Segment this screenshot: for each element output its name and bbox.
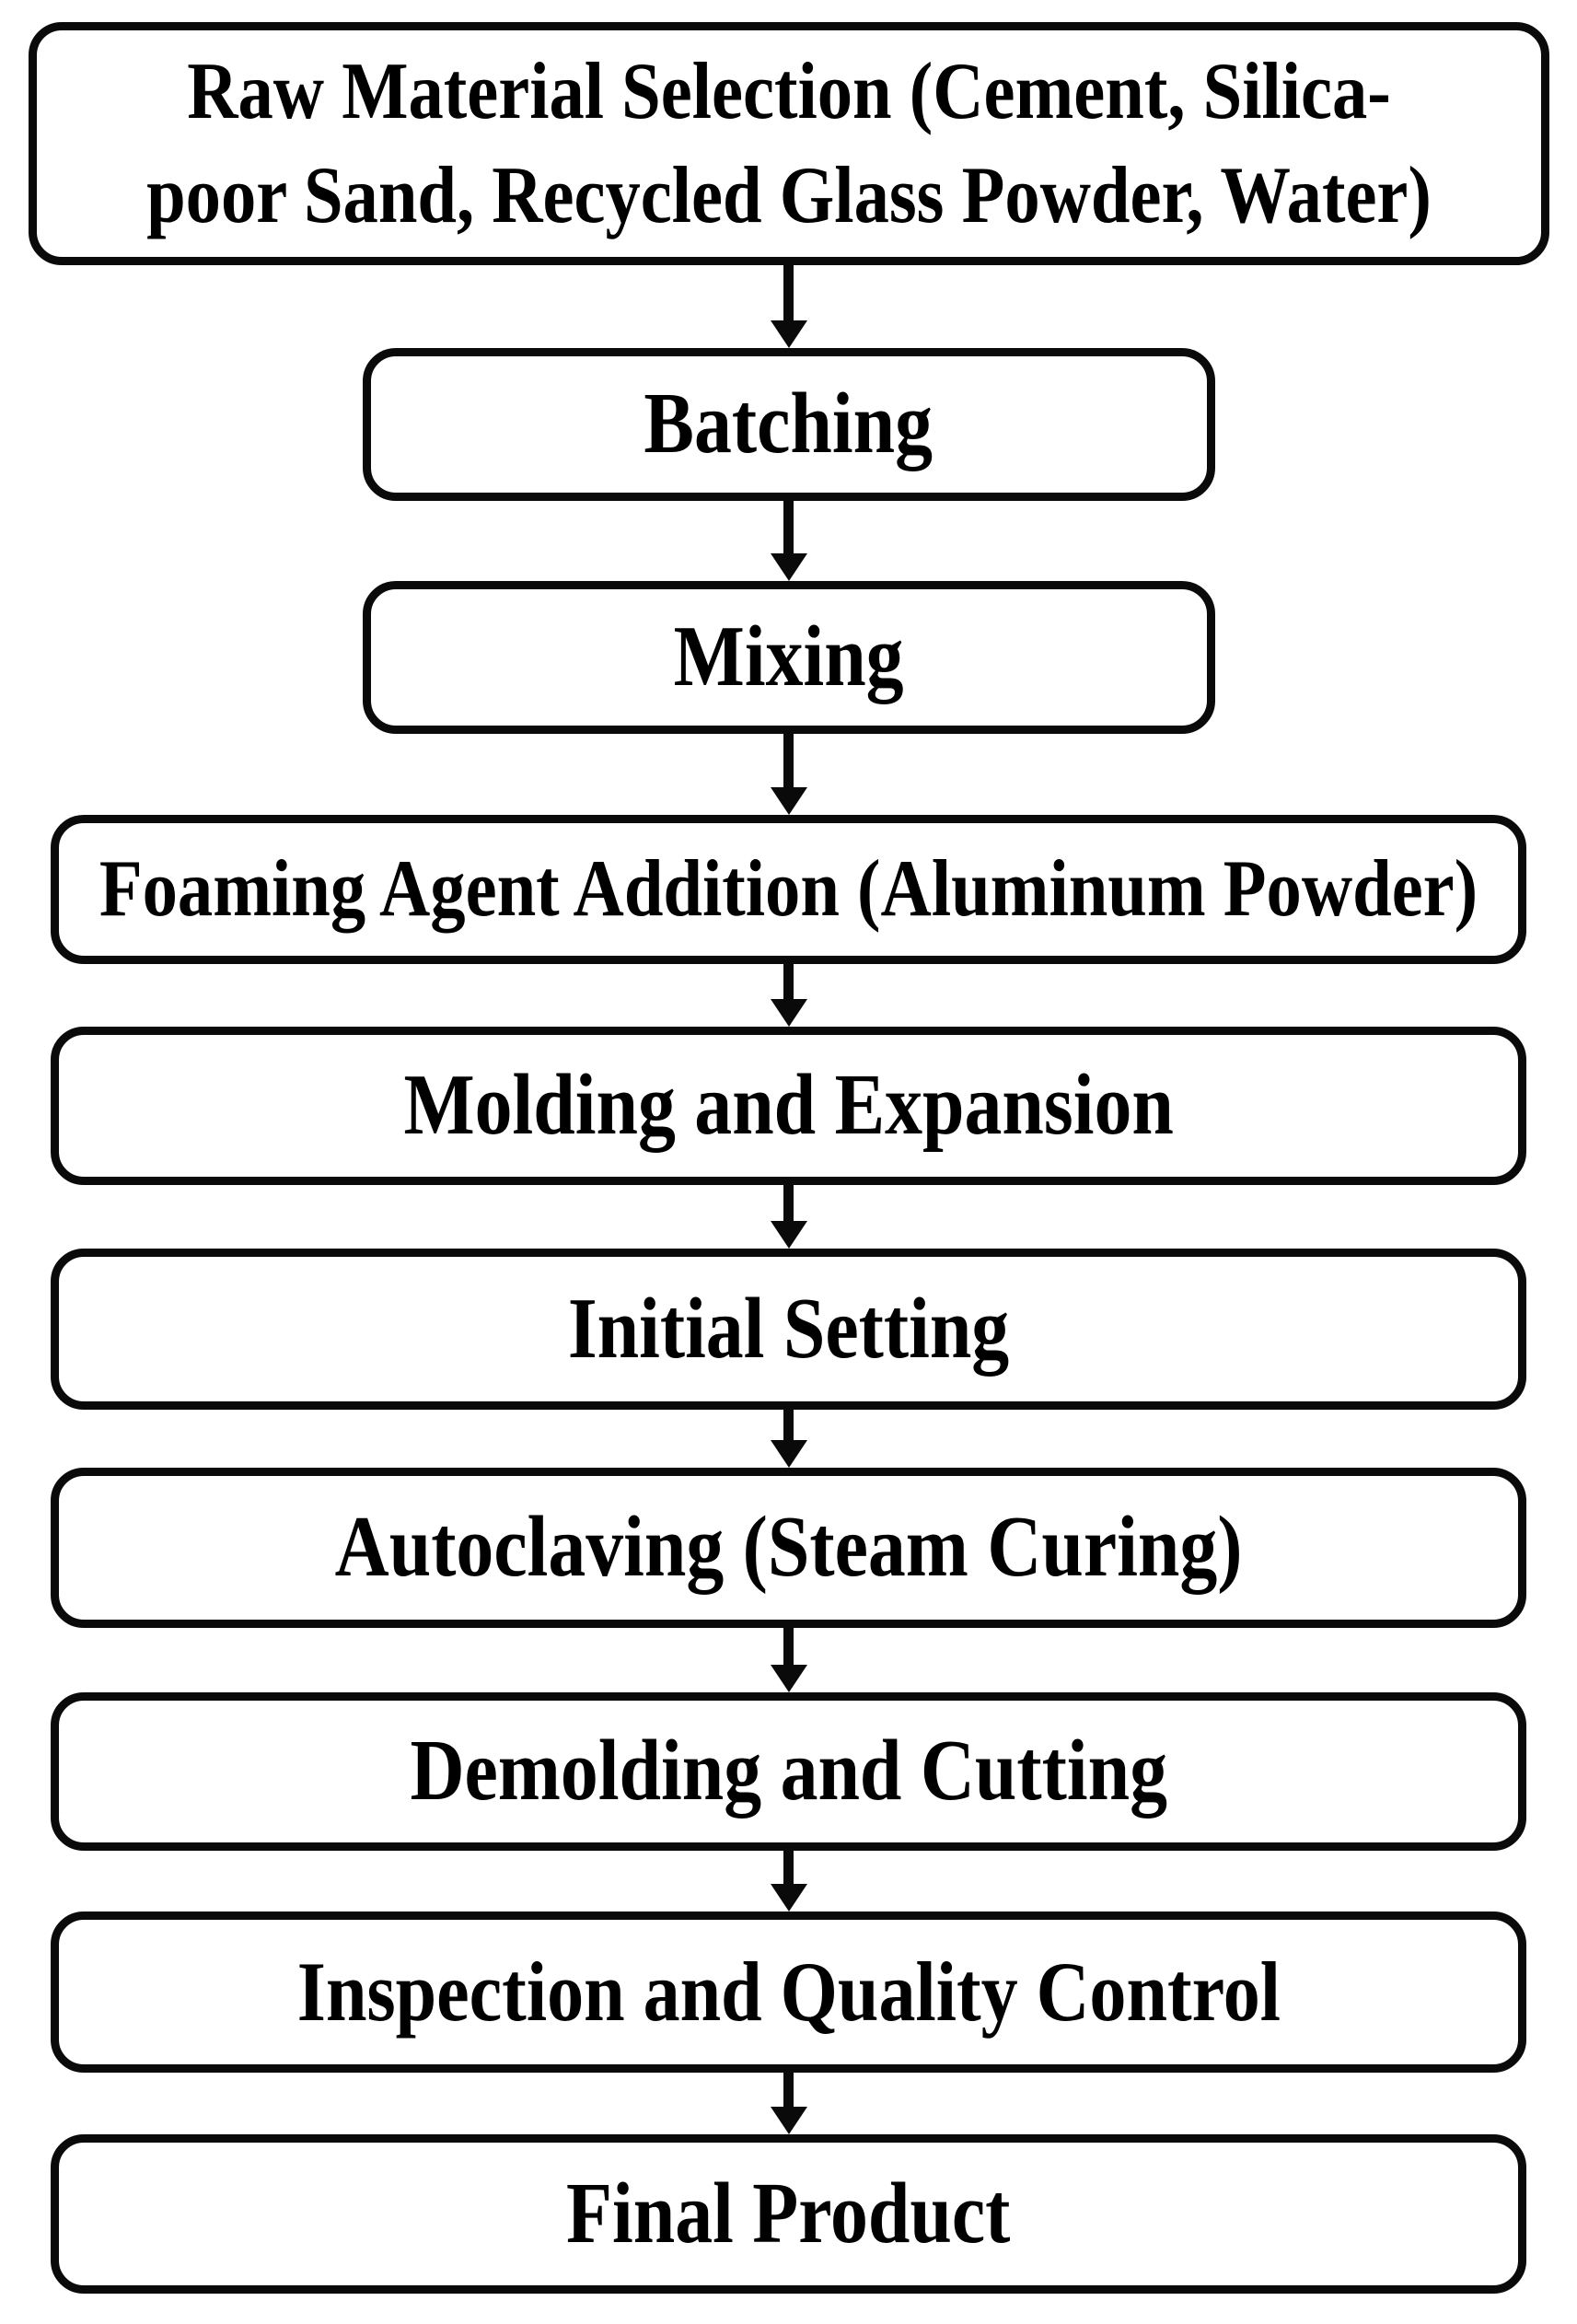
arrow-stem (783, 501, 794, 553)
arrow-head-down-icon (770, 1440, 807, 1468)
flow-arrow-3 (770, 734, 807, 815)
node-label: Demolding and Cutting (410, 1723, 1167, 1819)
node-label: Batching (644, 376, 933, 472)
node-label: Final Product (566, 2165, 1011, 2261)
node-raw-material-selection: Raw Material Selection (Cement, Silica- … (28, 22, 1549, 265)
node-label: Molding and Expansion (403, 1057, 1174, 1154)
flow-arrow-7 (770, 1628, 807, 1692)
arrow-stem (783, 2073, 794, 2107)
arrow-stem (783, 964, 794, 999)
arrow-head-down-icon (770, 553, 807, 581)
node-label: Inspection and Quality Control (296, 1944, 1281, 2039)
node-molding-and-expansion: Molding and Expansion (51, 1027, 1526, 1185)
node-demolding-and-cutting: Demolding and Cutting (51, 1692, 1526, 1851)
arrow-stem (783, 1628, 794, 1665)
node-label: Raw Material Selection (Cement, Silica- … (134, 40, 1444, 248)
arrow-head-down-icon (770, 999, 807, 1027)
node-label: Initial Setting (567, 1280, 1010, 1377)
arrow-stem (783, 1410, 794, 1440)
arrow-head-down-icon (770, 787, 807, 815)
arrow-head-down-icon (770, 1665, 807, 1692)
flow-arrow-9 (770, 2073, 807, 2134)
arrow-head-down-icon (770, 320, 807, 348)
arrow-head-down-icon (770, 1221, 807, 1249)
node-inspection-and-quality-control: Inspection and Quality Control (51, 1911, 1526, 2073)
arrow-head-down-icon (770, 2107, 807, 2134)
node-final-product: Final Product (51, 2134, 1526, 2294)
node-foaming-agent-addition: Foaming Agent Addition (Aluminum Powder) (51, 815, 1526, 964)
arrow-stem (783, 1185, 794, 1221)
node-initial-setting: Initial Setting (51, 1249, 1526, 1410)
node-label: Autoclaving (Steam Curing) (334, 1499, 1243, 1596)
flow-arrow-1 (770, 265, 807, 348)
node-batching: Batching (362, 348, 1215, 501)
flow-arrow-6 (770, 1410, 807, 1468)
flow-arrow-8 (770, 1851, 807, 1911)
node-autoclaving: Autoclaving (Steam Curing) (51, 1468, 1526, 1628)
arrow-stem (783, 734, 794, 787)
node-label-line-1: Raw Material Selection (Cement, Silica- (186, 47, 1391, 136)
flow-arrow-4 (770, 964, 807, 1027)
node-label: Foaming Agent Addition (Aluminum Powder) (99, 843, 1478, 934)
arrow-stem (783, 1851, 794, 1884)
node-mixing: Mixing (362, 581, 1215, 734)
node-label-line-2: poor Sand, Recycled Glass Powder, Water) (145, 151, 1432, 240)
arrow-head-down-icon (770, 1884, 807, 1911)
arrow-stem (783, 265, 794, 320)
flow-arrow-5 (770, 1185, 807, 1249)
flow-arrow-2 (770, 501, 807, 581)
node-label: Mixing (673, 609, 904, 705)
